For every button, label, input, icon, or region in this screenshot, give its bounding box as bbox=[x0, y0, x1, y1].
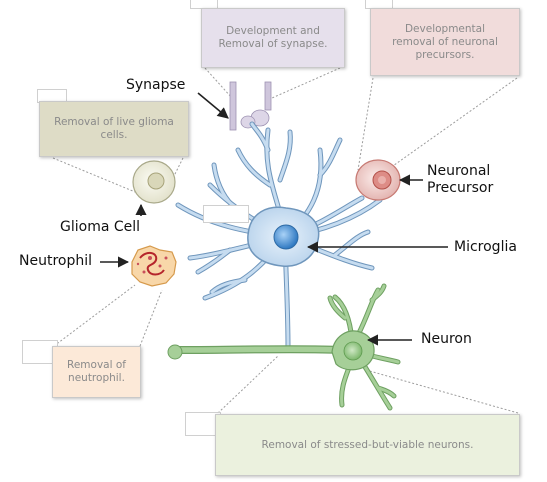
neutrophil-removal-box: Removal of neutrophil. bbox=[52, 346, 141, 398]
box-tab bbox=[203, 205, 249, 223]
glioma-cell-label: Glioma Cell bbox=[60, 219, 141, 235]
neuron-illustration bbox=[167, 283, 401, 411]
neuronal-precursor-label: Neuronal Precursor bbox=[427, 163, 494, 196]
neutrophil-illustration bbox=[131, 245, 177, 287]
microglia-processes-inner bbox=[176, 122, 382, 350]
neutrophil-label: Neutrophil bbox=[19, 253, 93, 269]
glioma-removal-box: Removal of live glioma cells. bbox=[39, 101, 189, 157]
microglia-nucleus bbox=[273, 224, 299, 250]
microglia-label: Microglia bbox=[454, 239, 517, 255]
neuron-removal-box: Removal of stressed-but-viable neurons. bbox=[215, 414, 520, 476]
label-arrows bbox=[100, 92, 448, 346]
connector-lines bbox=[52, 67, 519, 414]
neuron-label: Neuron bbox=[421, 331, 472, 347]
glioma-cell-illustration bbox=[132, 160, 176, 204]
synapse-removal-box: Development and Removal of synapse. bbox=[201, 8, 345, 68]
synapse-label: Synapse bbox=[126, 77, 186, 93]
neuronal-precursor-illustration bbox=[355, 159, 401, 201]
precursor-removal-box: Developmental removal of neuronal precur… bbox=[370, 8, 520, 76]
